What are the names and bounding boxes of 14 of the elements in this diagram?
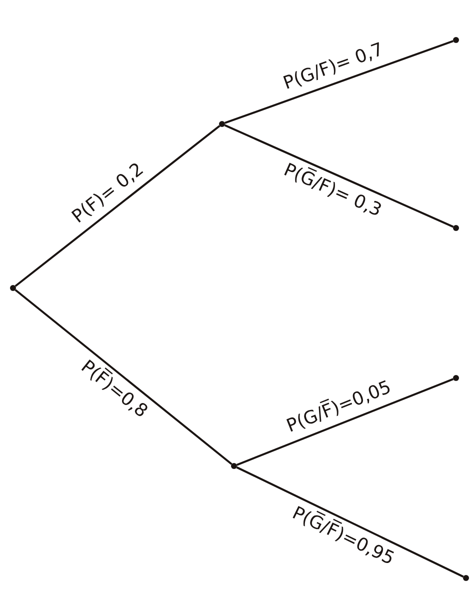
branch-point xyxy=(463,575,469,581)
branch-point xyxy=(219,121,225,127)
branch-point xyxy=(453,225,459,231)
branch-line xyxy=(236,378,454,466)
edge-label: P(G/F)= 0,7 xyxy=(280,40,386,94)
branch-line xyxy=(224,124,454,228)
branch-point xyxy=(10,285,16,291)
branch-point xyxy=(231,463,237,469)
branch-line xyxy=(14,125,220,287)
branch-point xyxy=(453,37,459,43)
branch-line xyxy=(14,289,232,465)
branch-point xyxy=(453,375,459,381)
branch-line xyxy=(236,466,464,578)
branch-line xyxy=(224,40,454,124)
